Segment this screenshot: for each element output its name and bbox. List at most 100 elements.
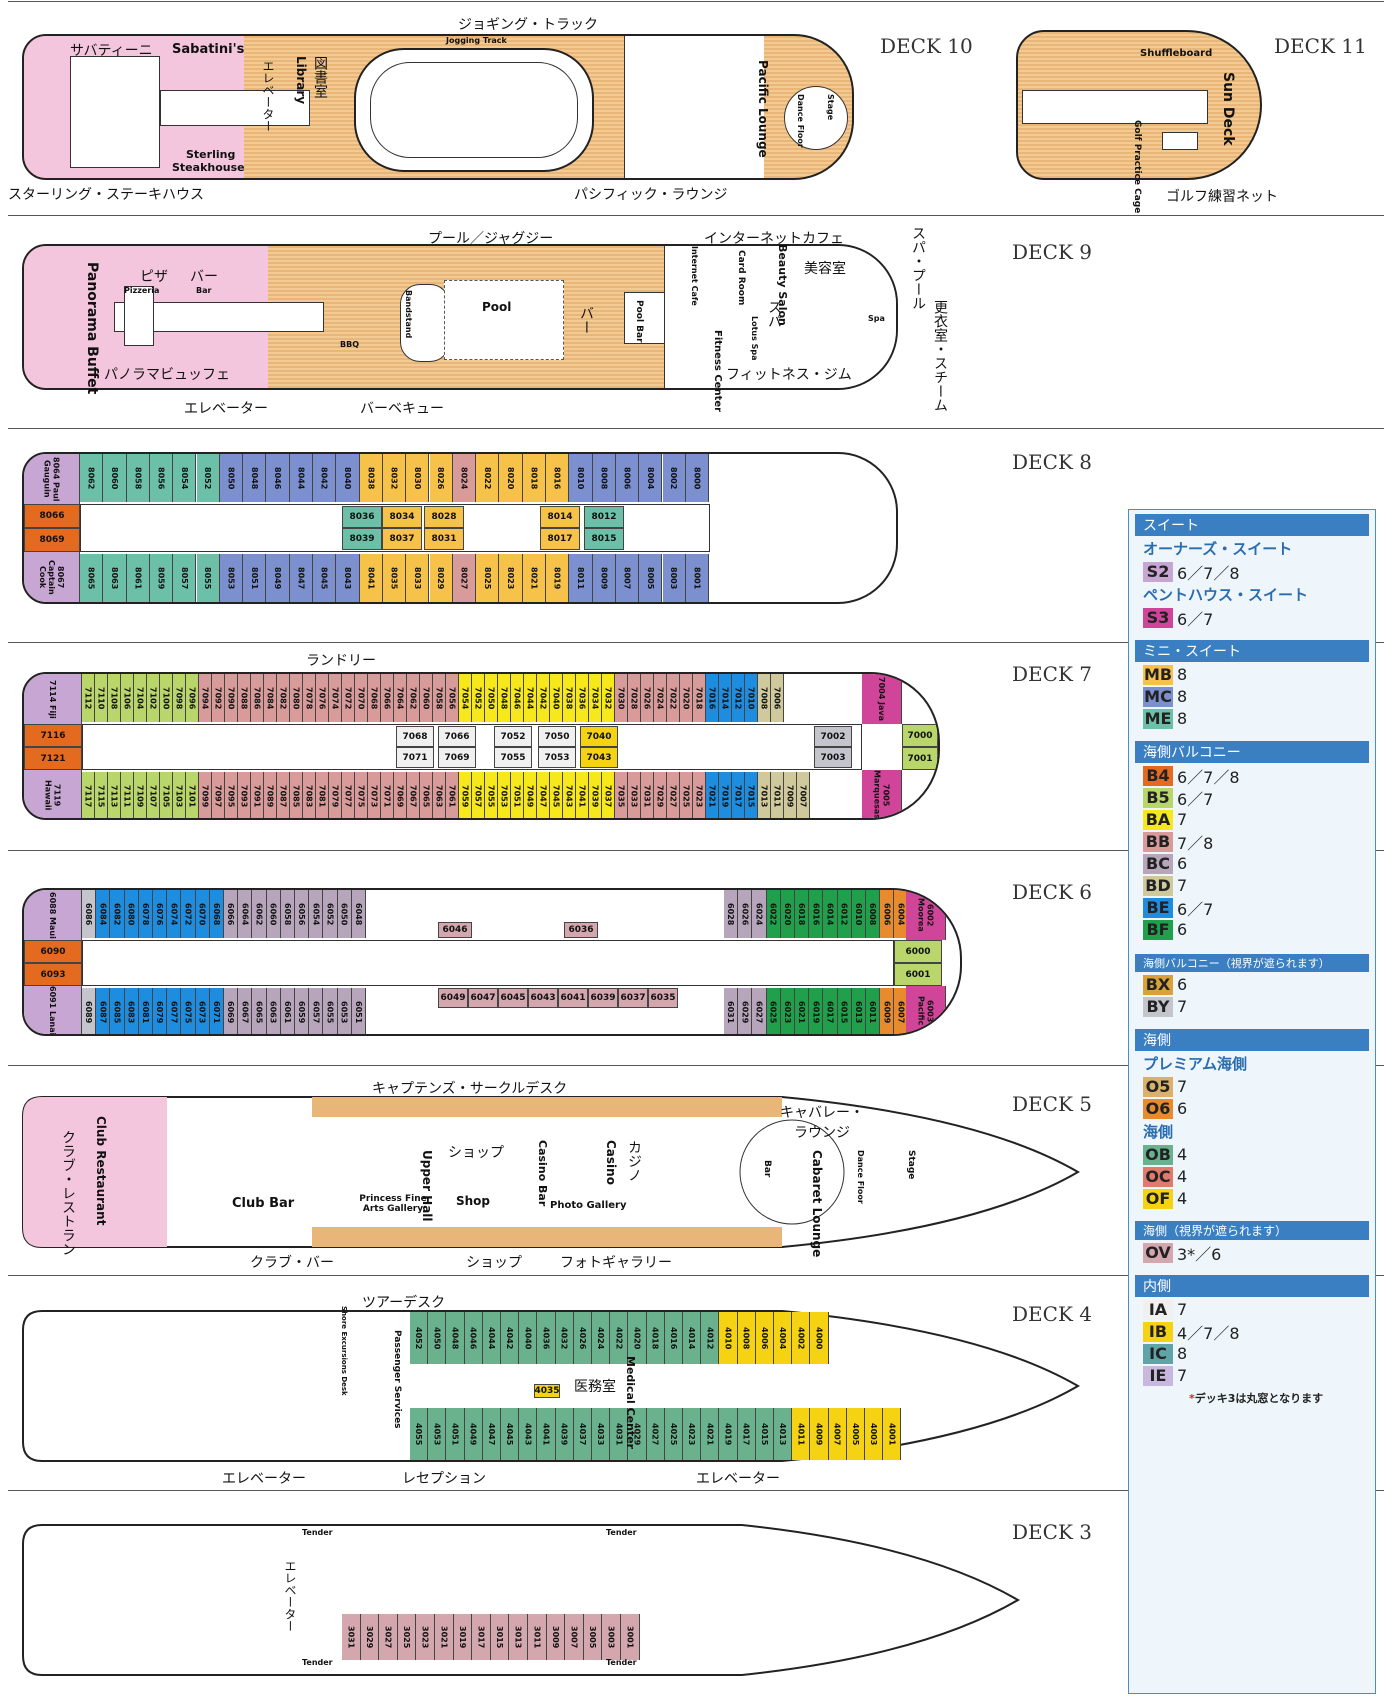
cabin[interactable]: 6061 <box>280 988 295 1034</box>
cabin[interactable]: 4042 <box>501 1312 520 1364</box>
cabin[interactable]: 7030 <box>615 674 628 722</box>
cabin[interactable]: 7065 <box>420 772 433 818</box>
cabin[interactable]: 8000 <box>685 454 710 502</box>
cabin[interactable]: 4015 <box>755 1408 774 1460</box>
cabin[interactable]: 6055 <box>323 988 338 1034</box>
cabin[interactable]: 7105 <box>160 772 173 818</box>
cabin[interactable]: 6053 <box>337 988 352 1034</box>
cabin[interactable]: 4046 <box>464 1312 483 1364</box>
cabin[interactable]: 6051 <box>351 988 366 1034</box>
cabin[interactable]: 6049 <box>438 988 468 1008</box>
cabin[interactable]: 6054 <box>309 890 324 938</box>
cabin[interactable]: 8024 <box>452 454 477 502</box>
cabin[interactable]: 8010 <box>569 454 593 502</box>
cabin[interactable]: 3019 <box>453 1614 473 1660</box>
cabin[interactable]: 6069 <box>224 988 239 1034</box>
cabin[interactable]: 4027 <box>646 1408 665 1460</box>
cabin[interactable]: 7005 Marquesas <box>862 770 902 818</box>
cabin[interactable]: 7055 <box>494 747 532 768</box>
cabin[interactable]: 6076 <box>153 890 168 938</box>
cabin[interactable]: 7106 <box>121 674 134 722</box>
cabin[interactable]: 6062 <box>252 890 267 938</box>
cabin[interactable]: 8021 <box>522 554 546 602</box>
cabin[interactable]: 7104 <box>134 674 147 722</box>
cabin[interactable]: 3027 <box>379 1614 398 1660</box>
cabin[interactable]: 4032 <box>555 1312 574 1364</box>
cabin[interactable]: 6082 <box>110 890 125 938</box>
cabin[interactable]: 4033 <box>592 1408 611 1460</box>
cabin[interactable]: 7041 <box>576 772 589 818</box>
cabin[interactable]: 8056 <box>149 454 174 502</box>
cabin[interactable]: 4041 <box>537 1408 556 1460</box>
cabin[interactable]: 7067 <box>407 772 420 818</box>
cabin[interactable]: 7029 <box>654 772 667 818</box>
cabin[interactable]: 3007 <box>565 1614 584 1660</box>
cabin[interactable]: 7036 <box>576 674 589 722</box>
cabin[interactable]: 3017 <box>472 1614 491 1660</box>
cabin[interactable]: 6026 <box>738 890 753 938</box>
cabin[interactable]: 6084 <box>96 890 111 938</box>
cabin[interactable]: 3015 <box>490 1614 510 1660</box>
cabin[interactable]: 7101 <box>186 772 199 818</box>
cabin[interactable]: 7035 <box>615 772 628 818</box>
cabin[interactable]: 8001 <box>685 554 710 602</box>
cabin[interactable]: 8053 <box>219 554 244 602</box>
cabin[interactable]: 4051 <box>446 1408 465 1460</box>
cabin[interactable]: 8016 <box>546 454 570 502</box>
cabin[interactable]: 6022 <box>766 890 781 938</box>
cabin[interactable]: 6013 <box>851 988 866 1034</box>
cabin[interactable]: 7009 <box>784 772 797 818</box>
cabin[interactable]: 7107 <box>147 772 160 818</box>
cabin[interactable]: 7045 <box>550 772 563 818</box>
cabin[interactable]: 3029 <box>360 1614 380 1660</box>
cabin[interactable]: 8052 <box>196 454 220 502</box>
cabin[interactable]: 6028 <box>724 890 739 938</box>
cabin[interactable]: 4026 <box>573 1312 592 1364</box>
cabin[interactable]: 6064 <box>238 890 253 938</box>
cabin[interactable]: 7071 <box>396 747 434 768</box>
cabin[interactable]: 7084 <box>264 674 277 722</box>
cabin[interactable]: 4014 <box>683 1312 702 1364</box>
cabin[interactable]: 7033 <box>628 772 641 818</box>
cabin[interactable]: 7051 <box>511 772 524 818</box>
cabin[interactable]: 4044 <box>482 1312 501 1364</box>
cabin[interactable]: 7096 <box>186 674 199 722</box>
cabin[interactable]: 7010 <box>745 674 758 722</box>
cabin[interactable]: 7046 <box>511 674 524 722</box>
cabin[interactable]: 3013 <box>509 1614 528 1660</box>
cabin[interactable]: 4053 <box>428 1408 447 1460</box>
cabin[interactable]: 7050 <box>485 674 498 722</box>
cabin[interactable]: 6056 <box>295 890 310 938</box>
cabin[interactable]: 7108 <box>108 674 121 722</box>
cabin[interactable]: 8038 <box>359 454 383 502</box>
cabin[interactable]: 8069 <box>24 528 80 552</box>
cabin[interactable]: 7064 <box>394 674 407 722</box>
cabin[interactable]: 8032 <box>382 454 407 502</box>
cabin[interactable]: 6046 <box>438 922 472 938</box>
cabin[interactable]: 7111 <box>121 772 134 818</box>
cabin[interactable]: 4010 <box>719 1312 738 1364</box>
cabin[interactable]: 6052 <box>323 890 338 938</box>
cabin[interactable]: 8008 <box>592 454 616 502</box>
cabin[interactable]: 6080 <box>124 890 139 938</box>
cabin[interactable]: 4008 <box>737 1312 756 1364</box>
cabin[interactable]: 7052 <box>472 674 485 722</box>
cabin[interactable]: 4020 <box>628 1312 647 1364</box>
cabin[interactable]: 6083 <box>124 988 139 1034</box>
cabin[interactable]: 8015 <box>584 528 624 550</box>
cabin[interactable]: 7006 <box>771 674 784 722</box>
cabin[interactable]: 7042 <box>537 674 550 722</box>
cabin[interactable]: 7094 <box>199 674 212 722</box>
cabin[interactable]: 7082 <box>277 674 290 722</box>
cabin[interactable]: 7054 <box>459 674 472 722</box>
cabin[interactable]: 8058 <box>126 454 150 502</box>
cabin[interactable]: 7017 <box>732 772 745 818</box>
cabin[interactable]: 7110 <box>95 674 108 722</box>
cabin[interactable]: 7077 <box>342 772 355 818</box>
cabin[interactable]: 7055 <box>485 772 498 818</box>
cabin[interactable]: 4012 <box>701 1312 720 1364</box>
cabin[interactable]: 8067 Captain Cook <box>24 552 80 602</box>
cabin[interactable]: 7091 <box>251 772 264 818</box>
cabin[interactable]: 6050 <box>337 890 352 938</box>
cabin[interactable]: 6081 <box>138 988 153 1034</box>
